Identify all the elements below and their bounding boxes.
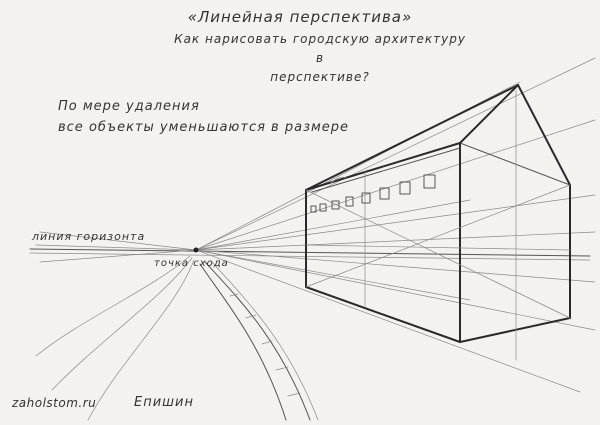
window (331, 200, 340, 210)
building (305, 84, 571, 361)
site-watermark: zaholstom.ru (12, 396, 97, 410)
window (361, 192, 371, 204)
subtitle-line-2: перспективе? (270, 70, 370, 84)
subtitle: Как нарисовать городскую архитектуру в п… (170, 30, 470, 87)
window (319, 203, 327, 212)
curb (199, 261, 319, 421)
subtitle-line-1: Как нарисовать городскую архитектуру в (174, 32, 466, 65)
page-title: «Линейная перспектива» (187, 8, 413, 26)
window (310, 205, 317, 213)
vanishing-point-dot (193, 247, 199, 253)
vanishing-point-label: точка схода (154, 258, 229, 269)
note-line-2: все объекты уменьшаются в размере (58, 120, 350, 135)
road-curves (35, 255, 195, 421)
author-signature: Епишин (134, 395, 195, 410)
window (345, 196, 354, 207)
note-line-1: По мере удаления (58, 99, 200, 114)
building-windows (310, 174, 436, 213)
window (399, 181, 411, 195)
note: По мере удаления все объекты уменьшаются… (58, 96, 349, 138)
construction-lines (35, 57, 596, 393)
window (379, 187, 390, 200)
horizon-label: линия горизонта (32, 230, 146, 243)
horizon-line (29, 248, 591, 261)
window (423, 174, 436, 189)
